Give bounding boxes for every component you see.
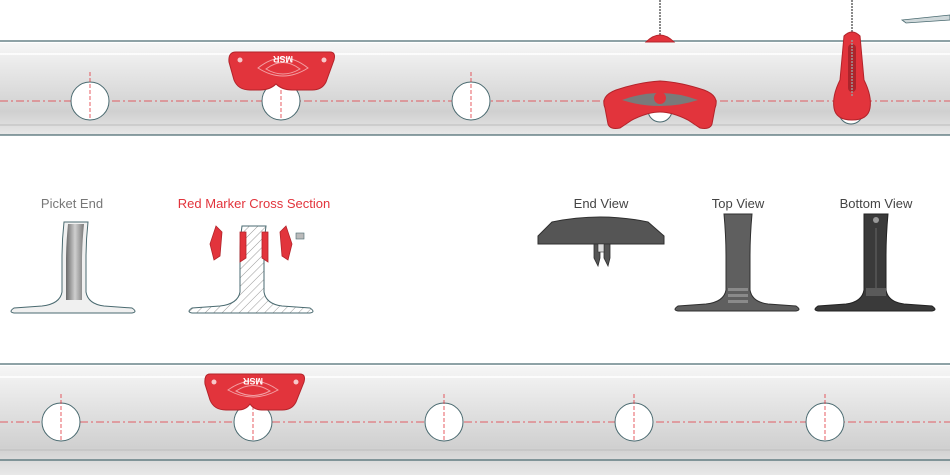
rail-fragment bbox=[900, 14, 950, 24]
top-red-marker: MSR bbox=[228, 51, 335, 91]
rail-hole bbox=[70, 72, 110, 121]
picket-end-profile bbox=[10, 221, 136, 314]
marker-brand-text: MSR bbox=[273, 54, 294, 64]
end-view-profile bbox=[537, 216, 665, 268]
rail-hole bbox=[805, 394, 845, 442]
bottom-rail-body bbox=[0, 366, 950, 475]
top-rail: MSR bbox=[0, 0, 950, 136]
label-red-marker-cross-section: Red Marker Cross Section bbox=[177, 196, 331, 211]
label-bottom-view: Bottom View bbox=[839, 196, 913, 211]
bottom-view-profile bbox=[814, 213, 936, 312]
rail-hole bbox=[424, 394, 464, 442]
wing-hanger bbox=[603, 0, 717, 129]
label-top-view: Top View bbox=[711, 196, 765, 211]
rail-hole bbox=[451, 72, 491, 121]
rail-hole bbox=[614, 394, 654, 442]
label-end-view: End View bbox=[573, 196, 629, 211]
bottom-rail-holes bbox=[41, 394, 845, 442]
top-view-profile bbox=[674, 213, 800, 312]
rail-hole bbox=[41, 394, 81, 442]
label-picket-end: Picket End bbox=[40, 196, 104, 211]
bottom-red-marker: MSR bbox=[204, 373, 305, 411]
red-marker-cross-section bbox=[188, 225, 314, 314]
bottom-rail: MSR bbox=[0, 363, 950, 475]
tall-hanger bbox=[833, 0, 871, 121]
marker-brand-text: MSR bbox=[243, 376, 264, 386]
